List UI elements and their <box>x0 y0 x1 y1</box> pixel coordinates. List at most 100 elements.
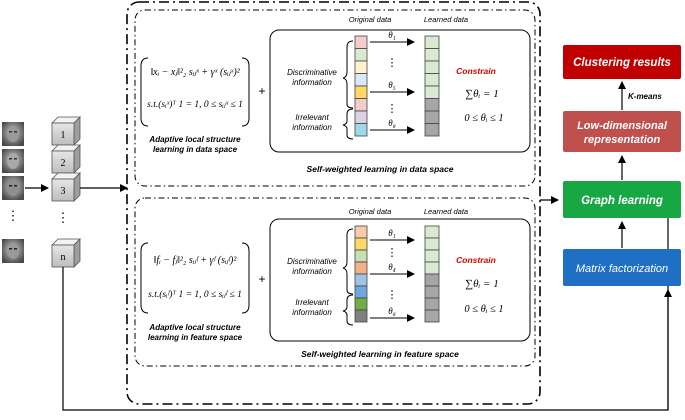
bottom-orig-cell-5 <box>354 273 368 287</box>
bottom-formula-objective: ‖fᵢ − fⱼ‖²₂ sᵢⱼᶠ + γᶠ (sᵢⱼᶠ)² <box>154 255 238 266</box>
faces-ellipsis: ⋮ <box>7 208 20 223</box>
bottom-orig-cell-4 <box>354 261 368 275</box>
bottom-constrain-label: Constrain <box>456 255 496 265</box>
top-panel: ‖xᵢ − xⱼ‖²₂ sᵢⱼˣ + γˣ (sᵢⱼˣ)² s.t.(sᵢˣ)ᵀ… <box>134 9 536 187</box>
face-image-3 <box>2 176 24 200</box>
low-dimensional-line2: representation <box>584 134 661 146</box>
bottom-col-original: Original data <box>349 207 392 216</box>
top-learned-cell-4 <box>424 73 440 87</box>
top-discriminative-brace <box>342 40 354 109</box>
top-learned-cell-8 <box>424 123 440 137</box>
cube-n: n <box>51 238 81 268</box>
top-orig-cell-6 <box>354 98 368 112</box>
bottom-learned-cell-4 <box>424 261 440 275</box>
bottom-panel-frame <box>134 197 536 367</box>
bottom-theta-1: θ₁ <box>388 228 396 238</box>
cube-label-n: n <box>61 252 66 263</box>
bottom-orig-cell-1 <box>354 225 368 239</box>
bottom-discriminative-line1: Discriminative <box>287 257 337 266</box>
bottom-plus-sign: + <box>258 272 265 286</box>
top-selection-box <box>269 29 531 153</box>
face-image-2 <box>2 149 24 173</box>
bottom-discriminative-brace <box>342 228 354 295</box>
top-learned-cell-7 <box>424 110 440 124</box>
bottom-formula-right-bracket <box>241 242 250 314</box>
top-constrain-label: Constrain <box>456 66 496 76</box>
top-learned-cell-2 <box>424 48 440 62</box>
bottom-learned-cell-6 <box>424 285 440 299</box>
bottom-theta-ellipsis-1: ⋮ <box>387 247 398 259</box>
top-theta-ellipsis-2: ⋮ <box>387 103 398 115</box>
top-irrelevant-brace <box>342 108 354 140</box>
top-learned-cell-5 <box>424 85 440 99</box>
cubes-ellipsis: ⋮ <box>57 210 70 225</box>
top-discriminative-line1: Discriminative <box>287 68 337 77</box>
top-orig-cell-3 <box>354 60 368 74</box>
cube-1: 1 <box>51 116 81 146</box>
top-caption-line1: Adaptive local structure <box>148 135 241 144</box>
top-original-column <box>354 35 368 137</box>
bottom-col-learned: Learned data <box>424 207 468 216</box>
top-discriminative-line2: information <box>292 78 332 87</box>
top-orig-cell-8 <box>354 123 368 137</box>
bottom-theta-ellipsis-2: ⋮ <box>387 289 398 301</box>
face-image-n <box>2 239 24 263</box>
bottom-panel: ‖fᵢ − fⱼ‖²₂ sᵢⱼᶠ + γᶠ (sᵢⱼᶠ)² s.t.(sᵢᶠ)ᵀ… <box>134 197 536 367</box>
graph-learning-label: Graph learning <box>581 195 663 207</box>
bottom-learned-cell-5 <box>424 273 440 287</box>
bottom-selection-box <box>269 218 531 342</box>
top-panel-title: Self-weighted learning in data space <box>307 164 454 174</box>
bottom-orig-cell-7 <box>354 297 368 311</box>
top-learned-cell-6 <box>424 98 440 112</box>
face-image-1 <box>2 122 24 146</box>
top-constraint-range: 0 ≤ θᵢ ≤ 1 <box>464 113 503 124</box>
bottom-learned-cell-2 <box>424 237 440 251</box>
bottom-panel-title: Self-weighted learning in feature space <box>301 349 459 359</box>
top-formula-right-bracket <box>241 57 250 127</box>
top-theta-5: θ₅ <box>388 80 396 90</box>
bottom-caption-line1: Adaptive local structure <box>148 323 241 332</box>
bottom-formula-left-bracket <box>140 242 149 314</box>
top-orig-cell-4 <box>354 73 368 87</box>
bottom-theta-4: θ₄ <box>388 262 396 272</box>
top-formula-constraint: s.t.(sᵢˣ)ᵀ 1 = 1, 0 ≤ sᵢⱼˣ ≤ 1 <box>147 99 243 110</box>
bottom-orig-cell-8 <box>354 309 368 323</box>
bottom-orig-cell-6 <box>354 285 368 299</box>
bottom-irrelevant-brace <box>342 294 354 326</box>
top-orig-cell-7 <box>354 110 368 124</box>
top-learned-cell-1 <box>424 35 440 49</box>
bottom-formula-constraint: s.t.(sᵢᶠ)ᵀ 1 = 1, 0 ≤ sᵢⱼᶠ ≤ 1 <box>148 289 242 300</box>
cube-label-1: 1 <box>61 130 66 141</box>
top-constraint-sum: ∑θᵢ = 1 <box>465 88 498 100</box>
bottom-theta-8: θ₈ <box>388 306 396 316</box>
top-irrelevant-line2: information <box>292 123 332 132</box>
bottom-orig-cell-2 <box>354 237 368 251</box>
matrix-factorization-box: Matrix factorization <box>563 249 681 286</box>
clustering-results-label: Clustering results <box>573 57 671 69</box>
top-panel-frame <box>134 9 536 187</box>
top-orig-cell-5 <box>354 85 368 99</box>
low-dimensional-line1: Low-dimensional <box>577 120 668 132</box>
bottom-constraint-range: 0 ≤ θᵢ ≤ 1 <box>464 304 503 315</box>
top-plus-sign: + <box>258 84 265 98</box>
top-theta-1: θ₁ <box>388 30 396 40</box>
kmeans-label: K-means <box>628 92 662 101</box>
bottom-discriminative-line2: information <box>292 267 332 276</box>
matrix-factorization-label: Matrix factorization <box>576 263 668 275</box>
cube-2: 2 <box>51 144 81 174</box>
cube-3: 3 <box>51 172 81 202</box>
top-learned-cell-3 <box>424 60 440 74</box>
cube-label-2: 2 <box>61 158 66 169</box>
clustering-results-box: Clustering results <box>563 45 681 79</box>
cube-label-3: 3 <box>61 186 66 197</box>
top-orig-cell-1 <box>354 35 368 49</box>
bottom-irrelevant-line1: Irrelevant <box>295 298 329 307</box>
bottom-caption-line2: learning in feature space <box>148 333 243 342</box>
bottom-learned-column <box>424 225 440 323</box>
top-theta-8: θ₈ <box>388 118 396 128</box>
top-learned-column <box>424 35 440 137</box>
top-irrelevant-line1: Irrelevant <box>295 113 329 122</box>
top-caption-line2: learning in data space <box>153 145 238 154</box>
bottom-learned-cell-1 <box>424 225 440 239</box>
bottom-irrelevant-line2: information <box>292 308 332 317</box>
